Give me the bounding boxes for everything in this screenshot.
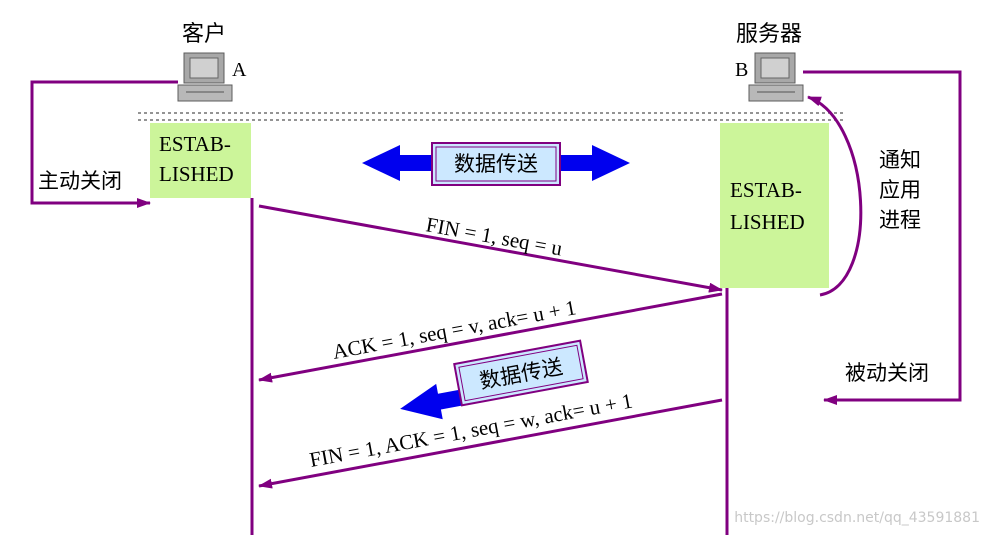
client-state-text: ESTAB- LISHED bbox=[159, 132, 236, 186]
server-state-line1: ESTAB- bbox=[730, 178, 802, 202]
ack1-arrow bbox=[258, 292, 723, 383]
notify-line1: 通知 bbox=[879, 148, 921, 172]
client-state-line1: ESTAB- bbox=[159, 132, 231, 156]
passive-close-label: 被动关闭 bbox=[845, 361, 929, 385]
client-state-box bbox=[150, 123, 251, 198]
client-letter: A bbox=[232, 59, 247, 81]
notify-line3: 进程 bbox=[879, 208, 921, 232]
server-state-box bbox=[720, 123, 829, 288]
server-computer-icon bbox=[748, 52, 804, 102]
server-title: 服务器 bbox=[736, 22, 802, 47]
client-state-line2: LISHED bbox=[159, 162, 234, 186]
notify-process-label: 通知 应用 进程 bbox=[879, 148, 928, 232]
passive-close-arrow bbox=[803, 70, 962, 405]
client-title: 客户 bbox=[182, 22, 226, 47]
notify-process-arrow bbox=[807, 95, 863, 297]
client-computer-icon bbox=[177, 52, 233, 102]
fin2-arrow bbox=[258, 398, 723, 489]
data-transfer-tag-top bbox=[431, 142, 561, 186]
active-close-arrow bbox=[30, 80, 178, 208]
data-transfer-tag-mid: 数据传送 bbox=[453, 339, 589, 407]
server-state-line2: LISHED bbox=[730, 210, 805, 234]
data-transfer-label-top: 数据传送 bbox=[454, 152, 538, 176]
active-close-label: 主动关闭 bbox=[38, 169, 122, 193]
notify-line2: 应用 bbox=[879, 178, 921, 202]
server-state-text: ESTAB- LISHED bbox=[730, 178, 807, 234]
server-letter: B bbox=[735, 59, 748, 81]
watermark: https://blog.csdn.net/qq_43591881 bbox=[734, 510, 980, 526]
fin1-arrow bbox=[258, 204, 723, 293]
fin1-label: FIN = 1, seq = u bbox=[424, 212, 565, 260]
